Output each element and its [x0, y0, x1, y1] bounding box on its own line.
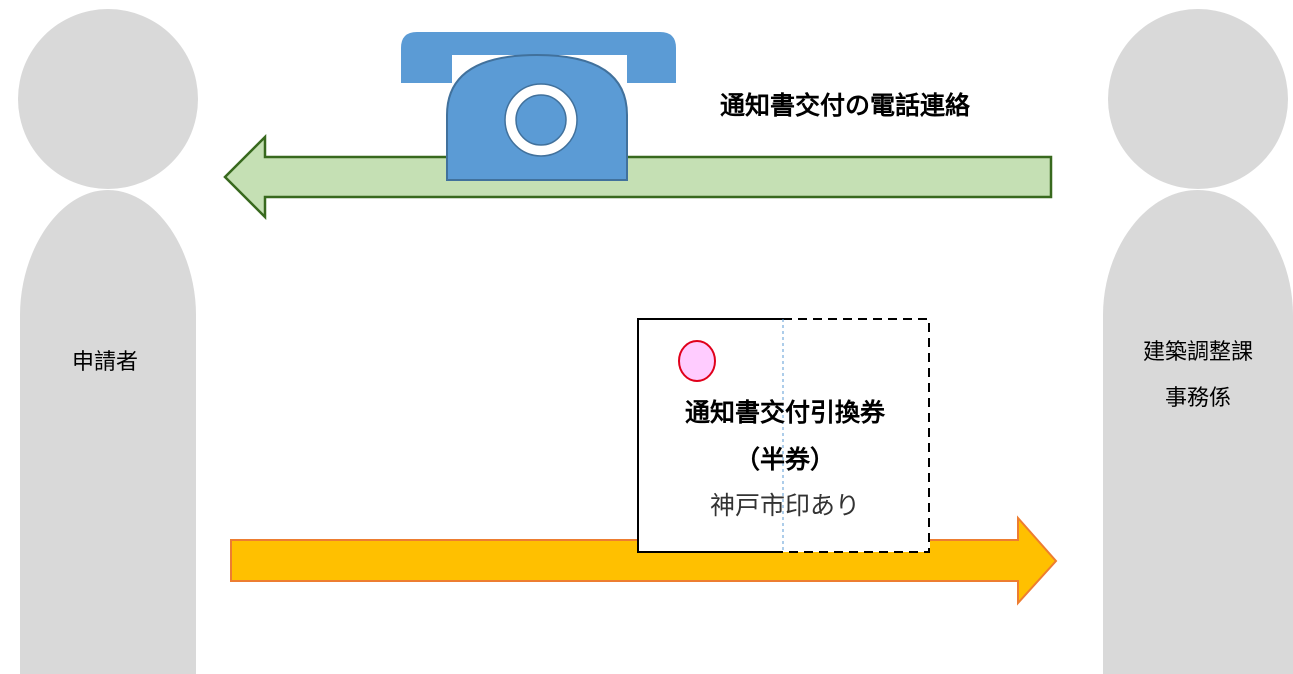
seal-mark-icon — [678, 340, 716, 382]
applicant-label: 申請者 — [71, 350, 138, 375]
office-label-line2: 事務係 — [1164, 386, 1231, 411]
office-head — [1108, 9, 1288, 189]
phone-call-arrow — [223, 133, 1053, 221]
office-label: 建築調整課 事務係 — [1103, 330, 1293, 422]
ticket-dashed-edge — [783, 318, 930, 553]
telephone-dial-inner — [515, 94, 567, 146]
office-body — [1103, 190, 1293, 674]
telephone-icon — [401, 32, 676, 181]
applicant-person-icon — [18, 9, 198, 674]
applicant-head — [18, 9, 198, 189]
office-label-line1: 建築調整課 — [1142, 340, 1253, 365]
applicant-body — [20, 190, 196, 674]
ticket-title: 通知書交付引換券 — [684, 398, 885, 427]
telephone-handset — [401, 32, 676, 83]
ticket-seal-note: 神戸市印あり — [709, 491, 860, 520]
ticket-solid-edge — [637, 318, 783, 553]
phone-call-label: 通知書交付の電話連絡 — [720, 91, 971, 120]
ticket-handover-arrow — [230, 515, 1058, 606]
ticket-stub — [637, 318, 930, 553]
ticket-subtitle: （半券） — [734, 445, 835, 474]
office-person-icon — [1103, 9, 1293, 674]
